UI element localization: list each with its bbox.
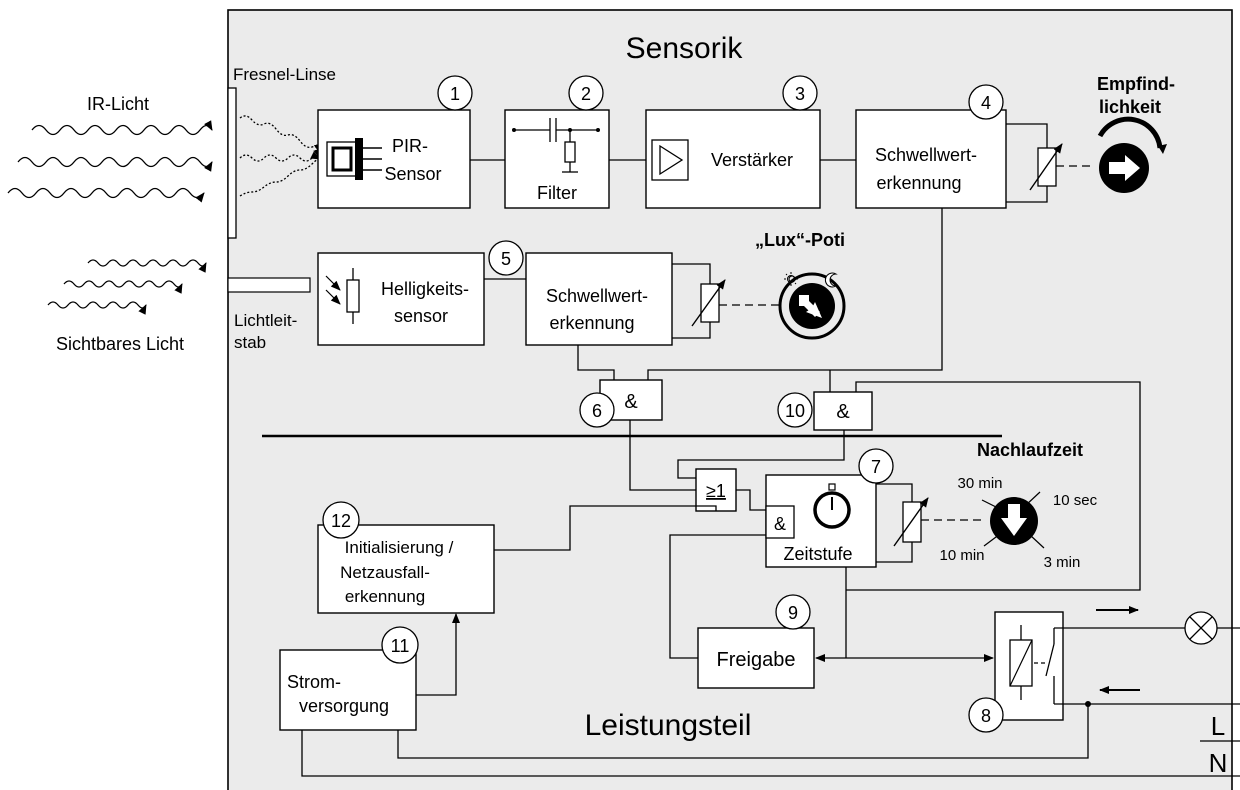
pir-label-line1: PIR- <box>392 136 428 156</box>
number-badge-10: 10 <box>777 392 813 428</box>
light-rod-label-line2: stab <box>234 333 266 352</box>
amplifier-label: Verstärker <box>711 150 793 170</box>
amplifier-icon <box>651 139 689 181</box>
svg-text:11: 11 <box>391 636 410 656</box>
number-badge-8: 8 <box>968 697 1004 733</box>
svg-text:8: 8 <box>981 706 991 726</box>
and-gate-10: & <box>813 391 873 431</box>
power-supply-block: Strom- versorgung <box>279 649 417 731</box>
threshold-ir-line2: erkennung <box>876 173 961 193</box>
sensitivity-knob-icon[interactable] <box>1097 116 1167 193</box>
svg-text:&: & <box>624 391 638 413</box>
svg-text:3: 3 <box>795 84 805 104</box>
mark-10-sec: 10 sec <box>1053 492 1098 509</box>
svg-text:4: 4 <box>981 93 991 113</box>
threshold-lux-line2: erkennung <box>549 313 634 333</box>
leistungsteil-title: Leistungsteil <box>585 709 752 742</box>
visible-light-label: Sichtbares Licht <box>56 334 184 354</box>
amplifier-block: Verstärker <box>645 109 821 209</box>
lux-potentiometer <box>672 263 784 339</box>
mark-10-min: 10 min <box>939 547 984 564</box>
svg-text:2: 2 <box>581 84 591 104</box>
svg-text:≥1: ≥1 <box>706 481 726 501</box>
ir-waves <box>7 120 213 203</box>
number-badge-7: 7 <box>858 448 894 484</box>
run-on-time-label: Nachlaufzeit <box>977 440 1083 460</box>
number-badge-12: 12 <box>322 501 360 539</box>
fresnel-lens <box>227 87 237 239</box>
sensitivity-label-line1: Empfind- <box>1097 74 1175 94</box>
brightness-sensor-block: Helligkeits- sensor <box>317 252 485 346</box>
brightness-label-line1: Helligkeits- <box>381 279 469 299</box>
number-badge-2: 2 <box>568 75 604 111</box>
mark-30-min: 30 min <box>957 475 1002 492</box>
number-badge-4: 4 <box>968 84 1004 120</box>
run-on-potentiometer <box>876 483 985 563</box>
pir-label-line2: Sensor <box>384 164 441 184</box>
svg-text:6: 6 <box>592 401 602 421</box>
number-badge-3: 3 <box>782 75 818 111</box>
light-rod <box>227 277 311 293</box>
timer-block: & Zeitstufe <box>765 474 877 568</box>
or-gate: ≥1 <box>695 468 737 512</box>
rc-filter-icon <box>512 118 600 173</box>
light-rod-label-line1: Lichtleit- <box>234 311 297 330</box>
pir-sensor-icon <box>326 138 382 180</box>
mains-L-label: L <box>1211 711 1225 741</box>
threshold-lux-line1: Schwellwert- <box>546 286 648 306</box>
brightness-label-line2: sensor <box>394 306 448 326</box>
sensitivity-label-line2: lichkeit <box>1099 97 1161 117</box>
number-badge-5: 5 <box>488 240 524 276</box>
svg-text:9: 9 <box>788 603 798 623</box>
relay-block <box>994 611 1064 721</box>
release-label: Freigabe <box>717 649 796 671</box>
mark-3-min: 3 min <box>1044 554 1081 571</box>
fresnel-lens-label: Fresnel-Linse <box>233 65 336 84</box>
lux-knob-icon[interactable] <box>778 272 846 340</box>
timer-and-label: & <box>774 514 786 534</box>
release-block: Freigabe <box>697 627 815 689</box>
init-line2: Netzausfall- <box>340 563 430 582</box>
filter-block: Filter <box>504 109 610 209</box>
visible-light-waves <box>47 259 207 315</box>
photoresistor-icon <box>325 268 360 324</box>
svg-text:5: 5 <box>501 249 511 269</box>
svg-text:12: 12 <box>331 511 351 531</box>
init-line1: Initialisierung / <box>345 538 454 557</box>
lamp-icon <box>1184 611 1218 645</box>
init-block: Initialisierung / Netzausfall- erkennung <box>317 524 495 614</box>
power-supply-line2: versorgung <box>299 696 389 716</box>
init-line3: erkennung <box>345 587 425 606</box>
threshold-lux-block: Schwellwert- erkennung <box>525 252 673 346</box>
svg-text:&: & <box>836 401 850 423</box>
filter-label: Filter <box>537 183 577 203</box>
power-supply-line1: Strom- <box>287 672 341 692</box>
ir-waves-inside <box>239 115 322 197</box>
svg-text:7: 7 <box>871 457 881 477</box>
number-badge-9: 9 <box>775 594 811 630</box>
sensitivity-potentiometer <box>1006 123 1090 203</box>
number-badge-11: 11 <box>381 626 419 664</box>
timer-label: Zeitstufe <box>783 544 852 564</box>
run-on-knob-icon[interactable] <box>981 491 1045 549</box>
sensorik-title: Sensorik <box>626 32 744 65</box>
stopwatch-icon <box>813 483 851 529</box>
threshold-ir-block: Schwellwert- erkennung <box>855 109 1007 209</box>
lux-poti-label: „Lux“-Poti <box>755 230 845 250</box>
pir-sensor-block: PIR- Sensor <box>317 109 471 209</box>
mains-N-label: N <box>1209 748 1228 778</box>
number-badge-1: 1 <box>437 75 473 111</box>
threshold-ir-line1: Schwellwert- <box>875 145 977 165</box>
ir-light-label: IR-Licht <box>87 94 149 114</box>
svg-text:1: 1 <box>450 84 460 104</box>
svg-text:10: 10 <box>785 401 805 421</box>
number-badge-6: 6 <box>579 392 615 428</box>
